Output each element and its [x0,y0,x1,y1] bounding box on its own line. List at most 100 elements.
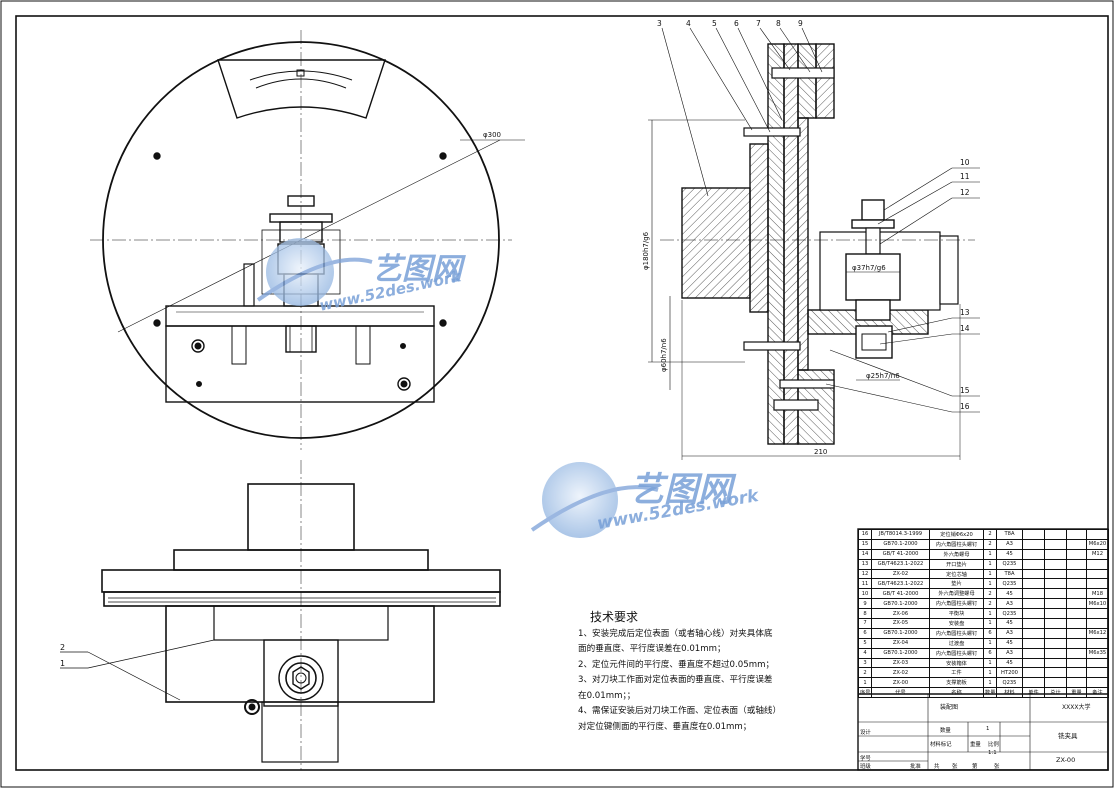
bom-cell: 内六角圆柱头螺钉 [929,647,984,659]
bom-cell [1086,657,1109,669]
watermark-logo-2 [530,462,659,538]
bom-cell-empty [1022,608,1045,620]
tech-title: 技术要求 [590,610,639,624]
bom-cell: 2 [858,667,872,679]
bom-cell: 定位芯轴 [929,568,984,580]
weight-label: 重量 [970,742,981,748]
bom-cell [1086,618,1109,629]
bom-cell: GB70.1-2000 [871,598,930,610]
school-name: XXXX大学 [1062,704,1091,711]
approver-label: 批准 [910,764,921,770]
watermark-logo-1 [256,238,373,306]
bom-cell: 3 [858,657,872,669]
bom-cell: 9 [858,598,872,610]
dim-pin: φ37h7/g6 [852,264,886,272]
qty-label: 数量 [940,728,951,734]
section-view [648,27,980,460]
bom-cell: T8A [996,568,1023,580]
bom-cell: M6x12 [1086,627,1109,639]
bom-cell [1086,558,1109,570]
bom-cell-empty [1022,647,1045,659]
bom-cell: ZX-06 [871,608,930,620]
scale-value: 1:1 [988,750,997,756]
bom-cell: 7 [858,618,872,629]
bom-cell: 1 [983,618,997,629]
bom-cell: 过渡盘 [929,637,984,649]
bom-cell: 工件 [929,667,984,679]
bom-cell: 45 [996,657,1023,669]
bom-cell-empty [1044,637,1067,649]
bom-cell: Q235 [996,578,1023,590]
bom-cell: M12 [1086,548,1109,560]
bom-cell-empty [1066,618,1087,629]
bom-cell: 1 [858,677,872,689]
bom-cell: ZX-05 [871,618,930,629]
tech-line: 2、定位元件间的平行度、垂直度不超过0.05mm； [578,659,775,670]
bom-cell: T8A [996,529,1023,540]
of-word: 第 [972,764,978,770]
bom-cell: GB70.1-2000 [871,627,930,639]
material-label: 材料标记 [930,742,952,748]
bom-cell-empty [1044,618,1067,629]
callout-15: 15 [960,386,970,395]
bom-cell-empty [1022,558,1045,570]
bom-cell: 15 [858,538,872,550]
bom-cell-empty [1044,558,1067,570]
bom-cell: 垫片 [929,578,984,590]
bom-cell: 1 [983,637,997,649]
bom-cell: 1 [983,558,997,570]
bom-cell: 11 [858,578,872,590]
callout-16: 16 [960,402,970,411]
inner-border [15,15,1109,771]
callout-4: 4 [686,19,691,28]
bom-cell-empty [1022,598,1045,610]
bom-cell: 安装盘 [929,618,984,629]
bom-cell-empty [1022,548,1045,560]
bom-cell: 6 [858,627,872,639]
bom-cell: ZX-04 [871,637,930,649]
bom-cell-empty [1066,637,1087,649]
bom-cell-empty [1066,568,1087,580]
bom-cell-empty [1044,538,1067,550]
bom-cell-empty [1022,588,1045,600]
bom-cell: M6x20 [1086,538,1109,550]
bom-cell: 14 [858,548,872,560]
bom-cell: GB/T 41-2000 [871,588,930,600]
bom-cell: Q235 [996,677,1023,689]
bom-cell: M6x35 [1086,647,1109,659]
bom-cell-empty [1022,637,1045,649]
bom-cell: A3 [996,627,1023,639]
dim-width: 210 [814,448,827,456]
bom-cell-empty [1022,618,1045,629]
callout-10: 10 [960,158,970,167]
bom-cell-empty [1022,627,1045,639]
bom-cell-empty [1044,677,1067,689]
bom-cell-empty [1022,538,1045,550]
bom-cell: Q235 [996,608,1023,620]
bom-cell-empty [1044,588,1067,600]
bom-cell: 45 [996,618,1023,629]
bom-cell-empty [1044,608,1067,620]
bom-cell: 13 [858,558,872,570]
bom-cell [1086,578,1109,590]
bom-cell-empty [1066,598,1087,610]
callout-7: 7 [756,19,761,28]
bom-cell: 45 [996,588,1023,600]
tech-line: 1、安装完成后定位表面（或者轴心线）对夹具体底 [578,628,773,639]
bom-cell: ZX-02 [871,568,930,580]
bom-cell [1086,529,1109,540]
part-callouts: 3 4 5 6 7 8 9 10 11 12 13 14 15 16 [657,19,970,411]
bom-cell-empty [1066,558,1087,570]
bom-cell-empty [1044,647,1067,659]
bom-cell: 1 [983,578,997,590]
bom-cell: M6x10 [1086,598,1109,610]
scale-label: 比例 [988,742,999,748]
bom-cell-empty [1066,667,1087,679]
bom-cell: JB/T8014.3-1999 [871,529,930,540]
bom-cell: M18 [1086,588,1109,600]
callout-8: 8 [776,19,781,28]
